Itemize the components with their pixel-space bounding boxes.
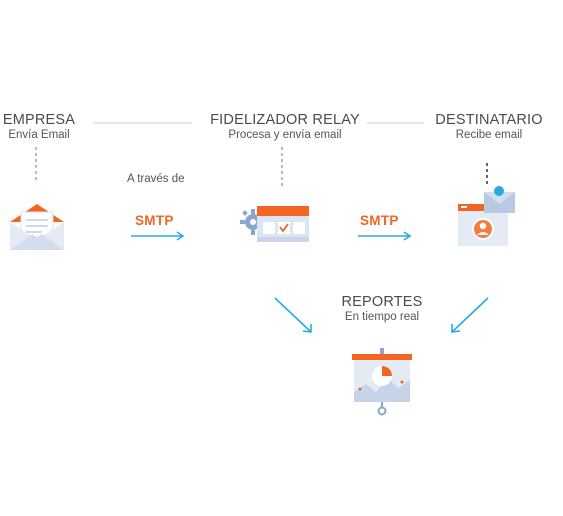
smtp-label-2: SMTP	[360, 213, 399, 228]
mail-processing-icon	[240, 206, 309, 242]
node-fidelizador-subtitle: Procesa y envía email	[228, 129, 342, 141]
node-empresa-title: EMPRESA	[2, 112, 76, 128]
smtp-label-1: SMTP	[135, 213, 174, 228]
recipient-inbox-icon	[458, 186, 515, 246]
node-fidelizador: FIDELIZADOR RELAY Procesa y envía email	[205, 112, 365, 141]
smtp-arrow-1	[131, 231, 185, 241]
smtp-arrow-2	[358, 231, 412, 241]
node-fidelizador-title: FIDELIZADOR RELAY	[210, 112, 360, 128]
node-reportes: REPORTES En tiempo real	[332, 294, 432, 323]
node-destinatario-title: DESTINATARIO	[435, 112, 543, 128]
open-envelope-icon	[10, 204, 64, 250]
report-arrow-left	[274, 297, 312, 333]
node-empresa-subtitle: Envía Email	[8, 129, 70, 141]
node-empresa: EMPRESA Envía Email	[0, 112, 78, 141]
node-reportes-subtitle: En tiempo real	[344, 311, 420, 323]
node-reportes-title: REPORTES	[341, 294, 423, 310]
report-arrow-right	[451, 297, 489, 333]
node-destinatario-subtitle: Recibe email	[455, 129, 523, 141]
node-destinatario: DESTINATARIO Recibe email	[430, 112, 548, 141]
via-label: A través de	[127, 173, 185, 185]
presentation-chart-icon	[352, 348, 412, 416]
